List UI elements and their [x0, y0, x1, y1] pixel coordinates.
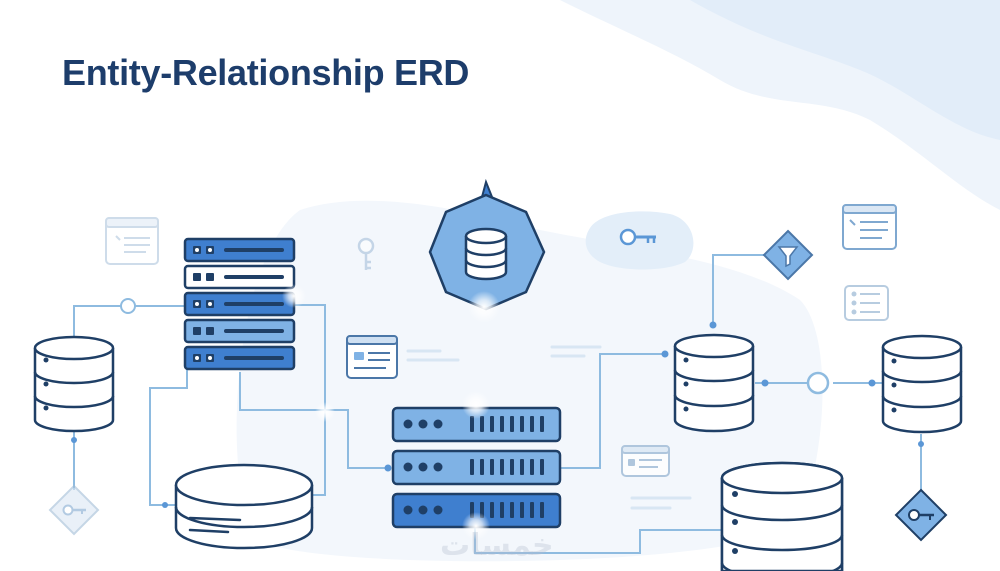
connector-center-bottom — [474, 527, 725, 554]
document-icon-bottom — [621, 445, 670, 477]
key-icon-top-faded — [357, 237, 375, 270]
list-icon — [844, 285, 889, 321]
key-icon-diamond-left — [48, 484, 100, 536]
database-icon-left — [33, 335, 115, 433]
connector-rack-to-disk — [148, 362, 188, 506]
connector-db-left-to-rack — [73, 305, 188, 338]
filter-icon — [762, 229, 814, 281]
connector-filter-to-db — [712, 254, 768, 325]
key-icon-diamond-right — [894, 488, 948, 542]
connector-rack-right — [294, 304, 326, 496]
document-icon-top-left — [105, 217, 159, 265]
document-icon-mid-left — [346, 335, 398, 379]
key-icon-bubble — [619, 228, 656, 246]
node-ring-left — [120, 298, 136, 314]
blob-key-bubble — [585, 211, 694, 270]
connector-rack-bottom-to-center — [239, 372, 388, 469]
background-blobs — [236, 0, 1000, 562]
connector-nodes — [71, 298, 924, 508]
database-disk-icon — [174, 463, 314, 550]
database-icon-large — [720, 461, 844, 571]
blob-top-right-inner — [690, 0, 1000, 140]
blob-center — [236, 200, 823, 562]
connector-center-to-db-right — [560, 353, 665, 469]
database-icon-right — [673, 333, 755, 433]
page-title: Entity-Relationship ERD — [62, 52, 470, 93]
document-icon-top-right — [842, 204, 897, 250]
database-icon-far-right — [881, 334, 963, 434]
server-rack-icon — [183, 237, 296, 371]
watermark: خمسات — [440, 528, 554, 563]
server-rack-center-icon — [391, 406, 562, 529]
decorative-lines — [406, 345, 692, 510]
database-hexagon-icon — [428, 178, 546, 311]
glow-sparkles — [282, 284, 500, 540]
node-ring-right — [806, 371, 830, 395]
